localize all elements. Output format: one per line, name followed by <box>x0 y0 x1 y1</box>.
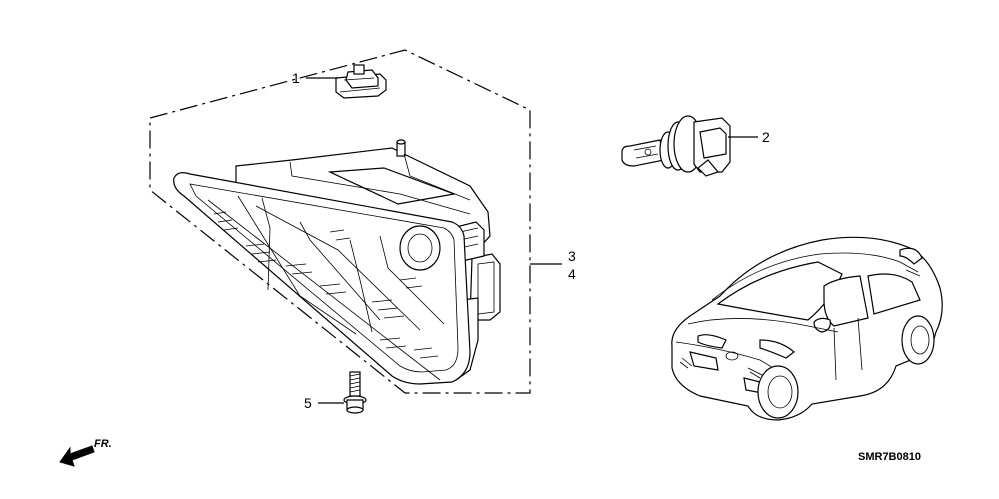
callout-1-label: 1 <box>292 70 300 86</box>
direction-label: FR. <box>94 438 112 450</box>
assembly-boundary <box>149 49 531 394</box>
callout-3-label: 3 <box>568 248 576 264</box>
front-direction-icon: FR. <box>59 438 112 467</box>
callout-5: 5 <box>304 395 344 411</box>
vehicle-location-icon <box>671 236 943 421</box>
callout-5-label: 5 <box>304 395 312 411</box>
callout-2-label: 2 <box>762 129 770 145</box>
flange-bolt-icon[interactable] <box>343 371 367 414</box>
diagram-code: SMR7B0810 <box>858 451 921 463</box>
fog-light-assembly-icon[interactable] <box>173 139 501 385</box>
callout-3-4: 3 4 <box>530 248 576 282</box>
clip-nut-icon[interactable] <box>335 64 387 99</box>
callout-1: 1 <box>292 70 338 86</box>
bulb-icon[interactable] <box>621 115 731 177</box>
callout-4-label: 4 <box>568 266 576 282</box>
callout-2: 2 <box>728 129 770 145</box>
